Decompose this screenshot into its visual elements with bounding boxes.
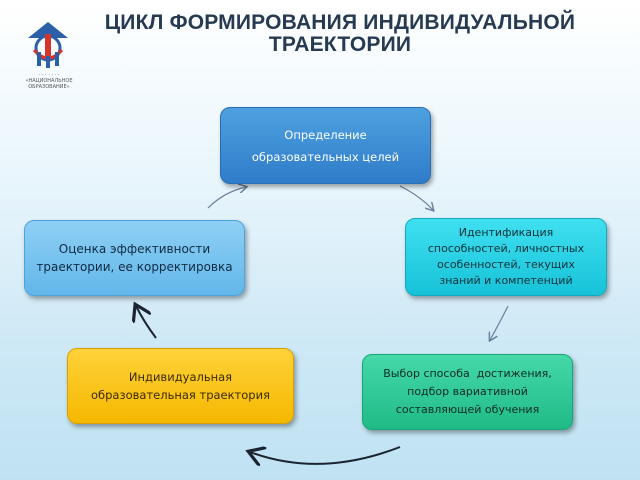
arrow-choice-to-trajectory (250, 447, 401, 464)
step-text-line: особенностей, текущих (437, 258, 575, 271)
arrow-goals-to-identification (399, 185, 433, 210)
cycle-step-evaluation: Оценка эффективности траектории, ее корр… (24, 220, 245, 296)
step-text-line: подбор вариативной (407, 385, 528, 398)
logo-caption-line: ОБРАЗОВАНИЕ» (28, 84, 70, 90)
step-text-line: Индивидуальная (128, 370, 233, 384)
step-text-line: образовательная траектория (91, 388, 270, 402)
arrow-evaluation-to-goals (207, 187, 246, 209)
arrow-identification-to-choice (490, 305, 509, 340)
cycle-step-choose-method: Выбор способа достижения, подбор вариати… (362, 354, 573, 430)
page-title-line-1: ЦИКЛ ФОРМИРОВАНИЯ ИНДИВИДУАЛЬНОЙ (104, 11, 576, 34)
arrow-trajectory-to-evaluation (136, 306, 157, 339)
step-text-line: знаний и компетенций (439, 274, 573, 287)
logo-caption-line: «НАЦИОНАЛЬНОЕ (25, 78, 73, 84)
step-text-line: Определение (284, 127, 367, 142)
page-title-line-2: ТРАЕКТОРИИ (268, 33, 412, 56)
step-text-line: траектории, ее корректировка (36, 260, 233, 274)
logo-caption-line: · · · · · · · (38, 72, 60, 78)
cycle-step-individual-trajectory: Индивидуальная образовательная траектори… (67, 348, 294, 424)
step-text-line: Идентификация (458, 226, 554, 239)
page-title: ЦИКЛ ФОРМИРОВАНИЯ ИНДИВИДУАЛЬНОЙ ТРАЕКТО… (60, 12, 620, 56)
step-text-line: составляющей обучения (395, 403, 540, 416)
logo-emblem-icon (28, 22, 68, 68)
cycle-step-identification: Идентификация способностей, личностных о… (405, 218, 607, 296)
logo-caption: · · · · · · · «НАЦИОНАЛЬНОЕ ОБРАЗОВАНИЕ» (20, 72, 78, 90)
cycle-step-define-goals: Определение образовательных целей (220, 107, 431, 184)
step-text-line: способностей, личностных (427, 242, 585, 255)
step-text-line: Выбор способа достижения, (383, 367, 552, 380)
step-text-line: образовательных целей (251, 149, 400, 164)
step-text-line: Оценка эффективности (58, 242, 211, 256)
